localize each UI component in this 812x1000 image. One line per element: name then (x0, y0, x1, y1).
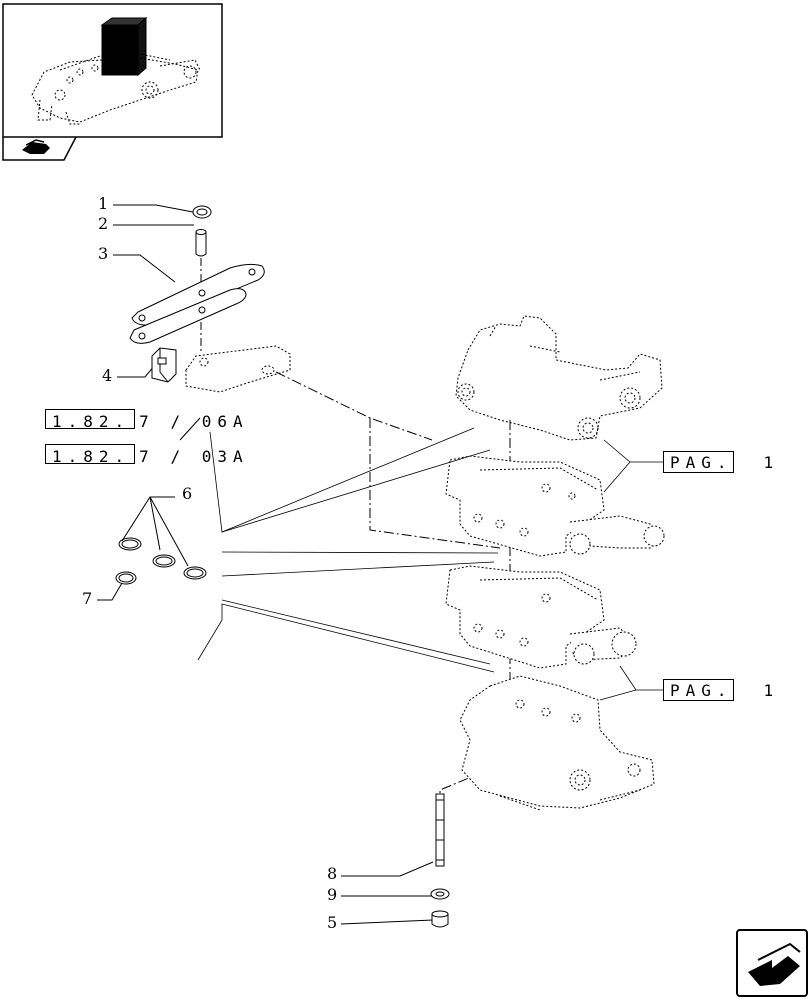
page-ref-upper-number: 1 (763, 453, 780, 472)
page-ref-upper-label: PAG. (663, 451, 734, 473)
top-cover (455, 315, 663, 441)
callout-3: 3 (98, 244, 109, 263)
part-7-o-ring (115, 571, 137, 585)
reference-link-2-suffix: 7 / 03A (139, 447, 249, 466)
callout-5: 5 (327, 913, 338, 932)
callout-2: 2 (98, 214, 109, 233)
lever-bracket (185, 345, 291, 393)
reference-link-1-code: 1.82. (45, 409, 136, 431)
reference-link-2-code: 1.82. (45, 444, 136, 466)
part-6-o-rings (118, 537, 207, 580)
reference-link-1-suffix: 7 / 06A (139, 412, 249, 431)
page-ref-upper[interactable]: PAG. 1 (663, 451, 779, 473)
callout-4: 4 (102, 366, 113, 385)
part-8-stud (435, 793, 445, 867)
reference-link-2[interactable]: 1.82.7 / 03A (45, 444, 249, 466)
part-1-snap-ring (192, 205, 212, 219)
page-ref-lower-label: PAG. (663, 679, 734, 701)
valve-section-upper (445, 455, 665, 557)
part-2-pin (195, 229, 207, 257)
book-arrow-icon[interactable] (2, 136, 77, 161)
part-5-nut (431, 910, 449, 928)
page-ref-lower[interactable]: PAG. 1 (663, 679, 779, 701)
callout-7: 7 (82, 589, 93, 608)
thumbnail-frame (2, 3, 223, 138)
valve-section-lower (445, 565, 637, 669)
tractor-hydraulic-lift-thumbnail (31, 16, 201, 125)
seal-position-lines (197, 427, 499, 673)
page-ref-lower-number: 1 (763, 681, 780, 700)
callout-9: 9 (327, 885, 338, 904)
part-3-link-plates (129, 263, 265, 344)
callout-8: 8 (327, 864, 338, 883)
base-housing (459, 675, 655, 811)
part-4-clip (151, 347, 177, 383)
reference-link-1[interactable]: 1.82.7 / 06A (45, 409, 249, 431)
next-page-arrow-icon[interactable] (736, 929, 808, 997)
part-9-washer (430, 888, 450, 900)
callout-1: 1 (98, 194, 109, 213)
callout-6: 6 (182, 484, 193, 503)
page-ref-leaders (599, 439, 663, 701)
